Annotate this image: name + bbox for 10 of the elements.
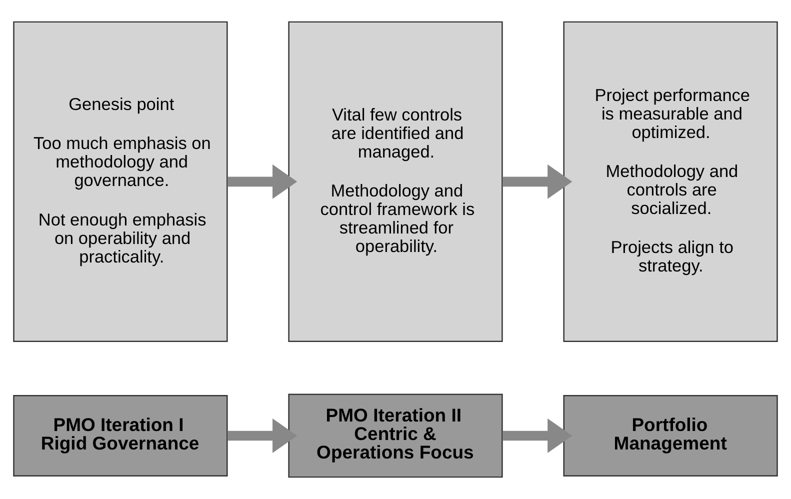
- node-box: Vital few controls are identified and managed. Methodology and control framework is streamlined for operability.: [288, 21, 503, 342]
- node-box: Portfolio Management: [563, 395, 778, 476]
- node-box: PMO Iteration II Centric & Operations Focus: [288, 394, 503, 478]
- node-box: Genesis point Too much emphasis on methodology and governance. Not enough emphasis on operability and practicality.: [13, 21, 228, 342]
- arrow: [502, 164, 572, 199]
- arrow: [227, 418, 298, 453]
- arrow: [227, 164, 298, 199]
- arrow: [502, 418, 572, 453]
- node-box: Project performance is measurable and optimized. Methodology and controls are socialized. Projects align to strategy.: [563, 21, 778, 342]
- node-box: PMO Iteration I Rigid Governance: [13, 395, 228, 476]
